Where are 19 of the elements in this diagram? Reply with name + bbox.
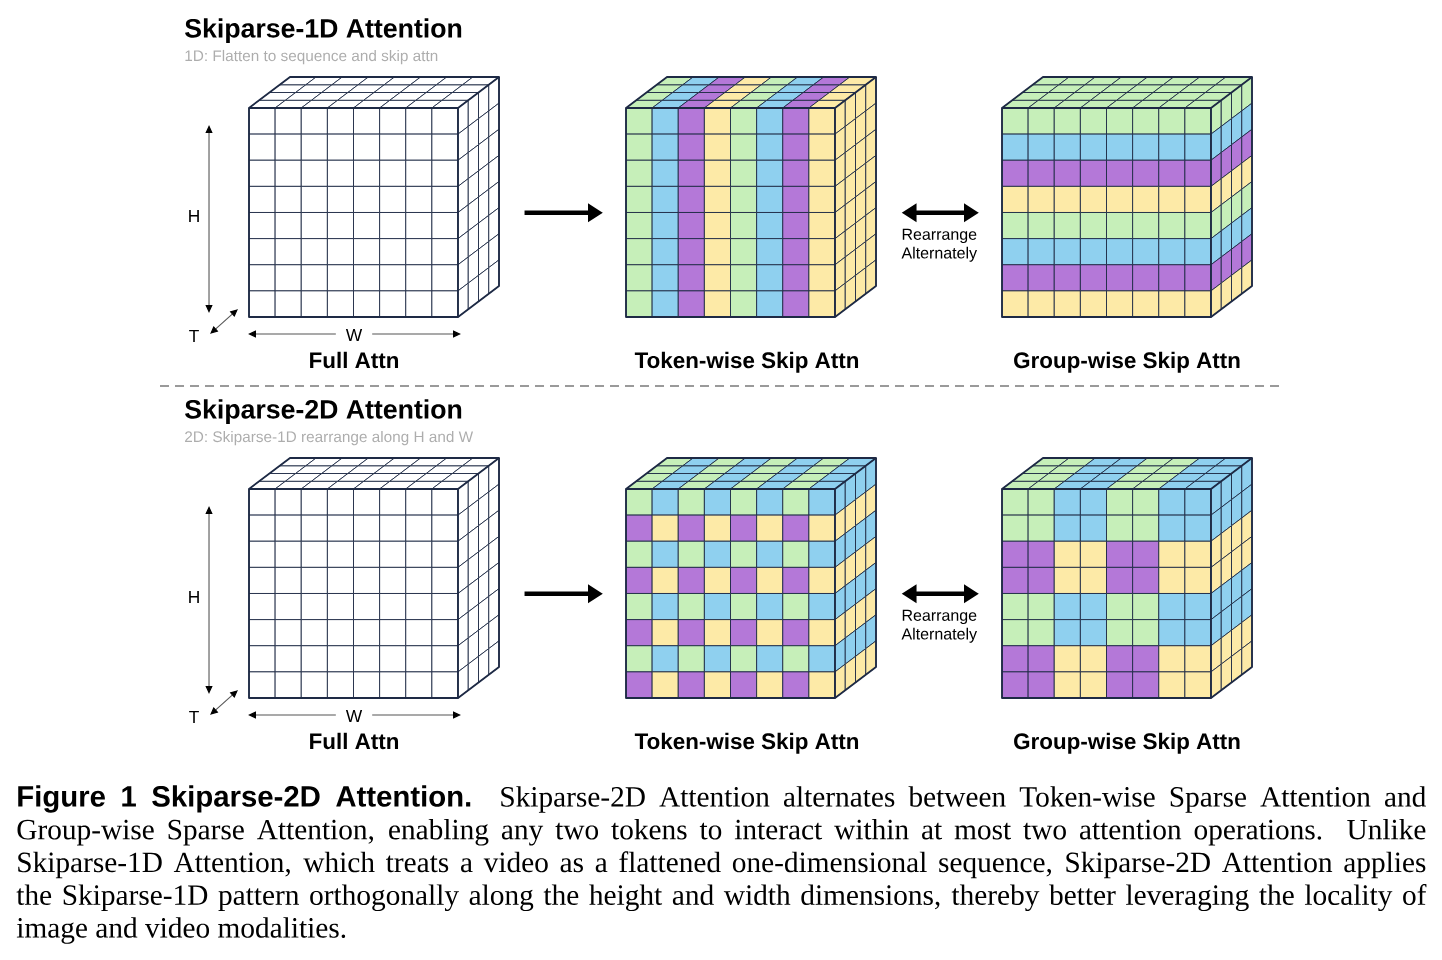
- subtitle: 2D: Skiparse-1D rearrange along H and W: [185, 430, 474, 446]
- section-heading: Skiparse-2D Attention: [185, 399, 462, 425]
- axis-label: H: [189, 210, 199, 222]
- cube-caption: Full Attn: [310, 351, 398, 369]
- axis-label: W: [335, 329, 373, 341]
- cube-caption: Full Attn: [310, 732, 398, 750]
- caption: Figure 1 Skiparse-2D Attention. Skiparse-2D Attention alternates between Token-wise Sparse Attention and Group-wise Sparse Attention, enabling any two tokens to interact within at most two attention operations. Unlike Skiparse-1D Attention, which treats a video as a flattened one-dimensional sequence, Skiparse-2D Attention applies the Skiparse-1D pattern orthogonally along the height and width dimensions, thereby better leveraging the locality of image and video modalities.: [16, 785, 1427, 944]
- cube-caption: Token-wise Skip Attn: [634, 351, 859, 373]
- subtitle: 1D: Flatten to sequence and skip attn: [185, 49, 438, 65]
- axis-label: T: [189, 711, 199, 723]
- axis-label: H: [189, 591, 199, 603]
- axis-label: T: [189, 330, 199, 342]
- edge-label: Rearrange Alternately: [894, 608, 984, 645]
- cube-caption: Group-wise Skip Attn: [1014, 351, 1240, 373]
- edge-label: Rearrange Alternately: [894, 227, 984, 264]
- cube-caption: Token-wise Skip Attn: [634, 732, 859, 754]
- axis-label: W: [335, 710, 373, 722]
- cube-caption: Group-wise Skip Attn: [1014, 732, 1240, 754]
- section-heading: Skiparse-1D Attention: [185, 18, 462, 44]
